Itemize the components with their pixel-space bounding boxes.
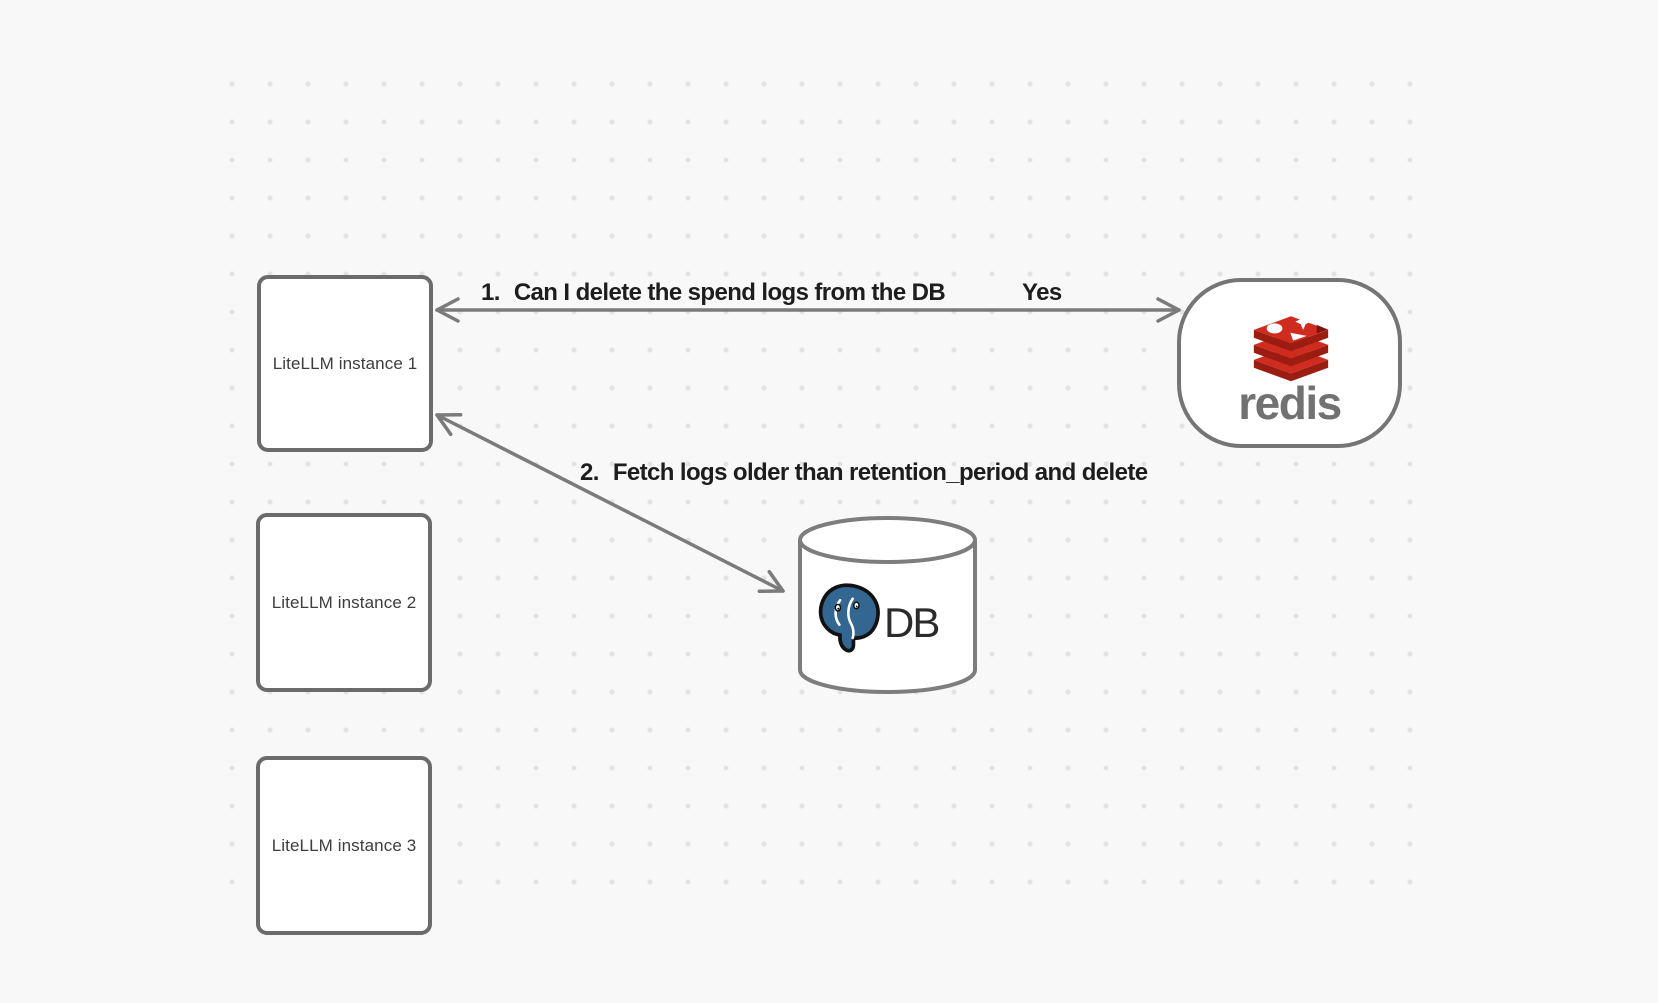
litellm-instance-3-box[interactable]: LiteLLM instance 3 [256, 756, 432, 935]
db-node[interactable]: DB [798, 516, 977, 696]
redis-wordmark: redis [1238, 377, 1342, 429]
arrow-1-number: 1. [481, 279, 500, 306]
redis-stack-icon [1253, 313, 1329, 382]
litellm-instance-1-label: LiteLLM instance 1 [272, 353, 418, 373]
arrow-2-number: 2. [580, 459, 599, 486]
db-label: DB [884, 599, 940, 646]
database-cylinder-icon [798, 516, 977, 694]
arrow-1-text: Can I delete the spend logs from the DB [513, 279, 946, 306]
arrow-2-text: Fetch logs older than retention_period a… [612, 459, 1148, 486]
arrow-1-response-text: Yes [1022, 279, 1062, 306]
litellm-instance-2-box[interactable]: LiteLLM instance 2 [256, 513, 432, 692]
postgresql-elephant-icon [818, 583, 880, 653]
arrow-2-label: 2. Fetch logs older than retention_perio… [580, 461, 1148, 485]
arrow-1-label: 1. Can I delete the spend logs from the … [481, 279, 946, 306]
litellm-instance-1-box[interactable]: LiteLLM instance 1 [257, 275, 433, 452]
litellm-instance-3-label: LiteLLM instance 3 [271, 835, 417, 855]
redis-node[interactable]: redis [1177, 278, 1402, 448]
litellm-instance-2-label: LiteLLM instance 2 [271, 592, 417, 612]
arrow-1-response: Yes [1022, 281, 1062, 305]
